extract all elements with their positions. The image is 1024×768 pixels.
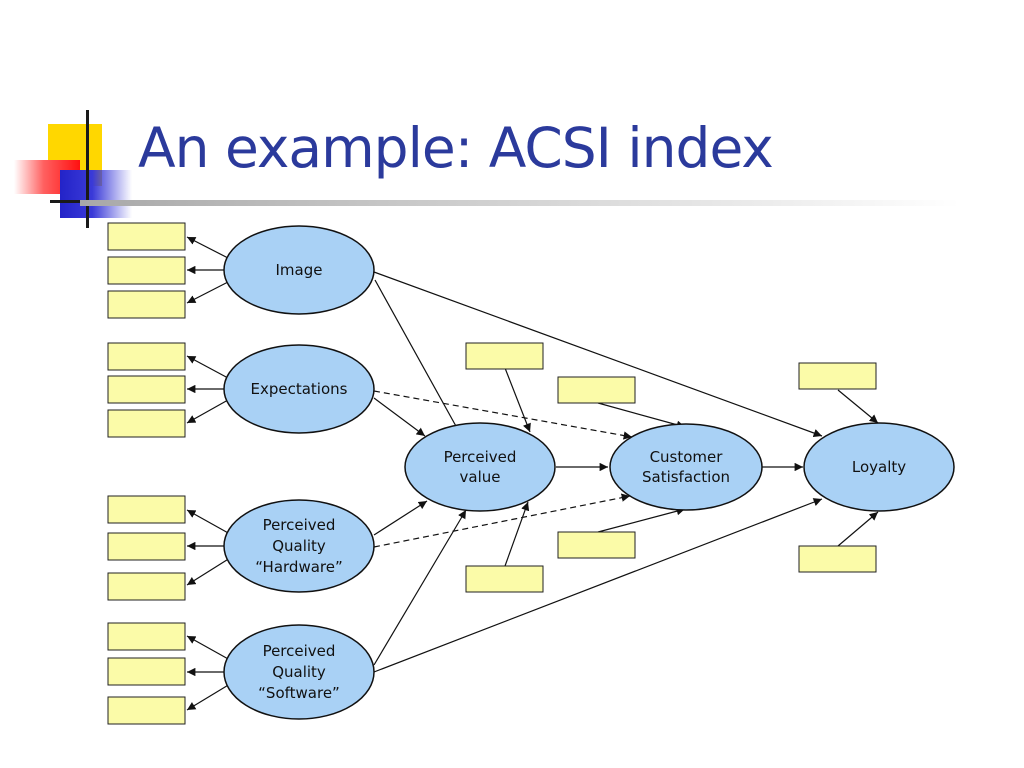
- indicator-boxes: [107, 222, 877, 725]
- construct-nodes: [223, 225, 955, 720]
- indicator-box: [107, 572, 186, 601]
- title-underline: [80, 200, 960, 206]
- edge-image-to-loyalty: [373, 271, 823, 438]
- edge-image-indicator-3: [186, 281, 229, 304]
- edge-expectations-indicator-1: [186, 355, 229, 379]
- title-ornament-blue-bar: [60, 170, 132, 218]
- title-ornament-vertical-line: [86, 110, 89, 228]
- construct-labels: Image Expectations Perceived Quality “Ha…: [251, 261, 907, 702]
- node-perceived-value: [404, 422, 556, 512]
- label-satisfaction-line-1: Customer: [650, 448, 724, 466]
- indicator-box: [107, 657, 186, 686]
- indicator-box: [107, 222, 186, 251]
- edge-error-to-value-top: [504, 367, 531, 433]
- indicator-box: [107, 622, 186, 651]
- label-hardware-line-1: Perceived: [263, 516, 336, 534]
- edge-expectations-to-satisfaction: [373, 390, 633, 440]
- label-hardware-line-2: Quality: [272, 537, 326, 555]
- indicator-box: [107, 495, 186, 524]
- node-customer-satisfaction: [609, 423, 763, 511]
- edges: [186, 236, 879, 711]
- edge-error-to-satisfaction-bottom: [597, 507, 686, 533]
- edge-software-to-loyalty: [373, 498, 823, 673]
- edge-error-to-value-bottom: [504, 501, 530, 567]
- edge-software-to-value: [373, 509, 467, 666]
- error-box-value-bottom: [465, 565, 544, 593]
- label-value-line-2: value: [460, 468, 501, 486]
- indicator-box: [107, 409, 186, 438]
- indicator-box: [107, 342, 186, 371]
- edge-hardware-to-value: [373, 500, 428, 536]
- error-box-satisfaction-bottom: [557, 531, 636, 559]
- label-hardware-line-3: “Hardware”: [255, 558, 343, 576]
- edge-hardware-indicator-1: [186, 509, 231, 535]
- edge-hardware-to-satisfaction: [373, 493, 631, 548]
- node-image: [223, 225, 375, 315]
- edge-software-indicator-1: [186, 635, 231, 661]
- edge-error-to-loyalty-top: [837, 389, 879, 424]
- indicator-box: [107, 532, 186, 561]
- edge-expectations-to-value: [373, 397, 426, 437]
- error-box-satisfaction-top: [557, 376, 636, 404]
- label-value-line-1: Perceived: [444, 448, 517, 466]
- node-expectations: [223, 344, 375, 434]
- label-loyalty: Loyalty: [852, 458, 906, 476]
- label-software-line-1: Perceived: [263, 642, 336, 660]
- indicator-box: [107, 256, 186, 285]
- node-loyalty: [803, 422, 955, 512]
- edge-software-indicator-3: [186, 683, 231, 711]
- error-box-loyalty-top: [798, 362, 877, 390]
- error-box-loyalty-bottom: [798, 545, 877, 573]
- label-expectations: Expectations: [251, 380, 348, 398]
- error-box-value-top: [465, 342, 544, 370]
- indicator-box: [107, 290, 186, 319]
- label-satisfaction-line-2: Satisfaction: [642, 468, 730, 486]
- slide-title: An example: ACSI index: [138, 116, 774, 180]
- edge-image-to-value: [374, 279, 463, 438]
- label-image: Image: [276, 261, 323, 279]
- indicator-box: [107, 375, 186, 404]
- label-software-line-3: “Software”: [258, 684, 340, 702]
- label-software-line-2: Quality: [272, 663, 326, 681]
- edge-error-to-satisfaction-top: [597, 402, 686, 429]
- edge-image-indicator-1: [186, 236, 229, 259]
- node-quality-software: [223, 624, 375, 720]
- edge-error-to-loyalty-bottom: [837, 511, 879, 547]
- edge-hardware-indicator-3: [186, 557, 231, 586]
- node-quality-hardware: [223, 499, 375, 593]
- edge-expectations-indicator-3: [186, 399, 229, 424]
- indicator-box: [107, 696, 186, 725]
